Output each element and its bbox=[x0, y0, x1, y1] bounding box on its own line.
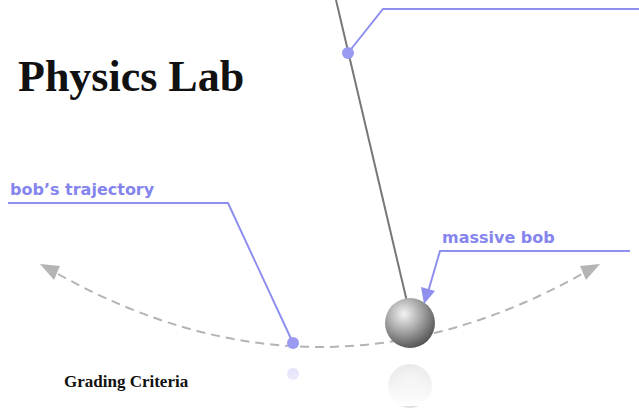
section-heading-holder: Grading Criteria bbox=[64, 372, 188, 392]
callout-label: bob’s trajectory bbox=[10, 180, 154, 200]
massive-bob bbox=[385, 298, 435, 348]
arrow-head bbox=[421, 287, 435, 304]
arrow-head bbox=[40, 264, 60, 280]
callout-label-holder: massive bob bbox=[442, 228, 555, 248]
leader-dot bbox=[287, 337, 299, 349]
arrow-head bbox=[580, 264, 600, 280]
page-title: Physics Lab bbox=[18, 52, 244, 102]
trajectory-arc bbox=[58, 274, 582, 347]
leader-line bbox=[428, 251, 630, 292]
leader-dot bbox=[342, 47, 354, 59]
page-title-holder: Physics Lab bbox=[18, 52, 244, 102]
reflection-fade bbox=[0, 356, 639, 406]
pendulum-string bbox=[336, 0, 408, 306]
leader-line bbox=[8, 203, 293, 343]
callout-label-holder: bob’s trajectory bbox=[10, 180, 154, 200]
callout-label: massive bob bbox=[442, 228, 555, 248]
section-heading: Grading Criteria bbox=[64, 372, 188, 392]
leader-line bbox=[348, 9, 639, 53]
section-rule bbox=[40, 402, 639, 404]
